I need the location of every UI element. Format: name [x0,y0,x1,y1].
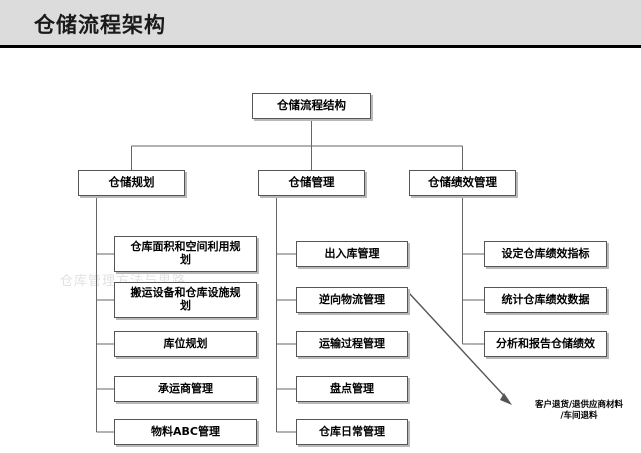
node-branch-warehouse-management-label: 仓储管理 [288,175,335,190]
node-leaf-area-space-planning[interactable]: 仓库面积和空间利用规 划 [114,236,257,272]
node-branch-warehouse-planning[interactable]: 仓储规划 [78,170,185,196]
node-leaf-daily-warehouse-management-label: 仓库日常管理 [319,424,385,438]
node-leaf-set-kpi-label: 设定仓库绩效指标 [501,246,590,260]
node-branch-warehouse-performance-label: 仓储绩效管理 [428,175,497,190]
node-leaf-equipment-facility-planning[interactable]: 搬运设备和仓库设施规 划 [114,282,257,318]
node-leaf-stocktaking-management[interactable]: 盘点管理 [296,376,408,402]
node-leaf-daily-warehouse-management[interactable]: 仓库日常管理 [296,419,408,445]
node-leaf-inbound-outbound-management-label: 出入库管理 [324,246,380,260]
node-leaf-collect-kpi-data[interactable]: 统计仓库绩效数据 [484,287,607,313]
node-leaf-area-space-planning-label: 仓库面积和空间利用规 划 [130,240,241,266]
node-root[interactable]: 仓储流程结构 [252,93,371,119]
node-leaf-reverse-logistics-management-label: 逆向物流管理 [319,292,385,306]
node-leaf-transport-process-management-label: 运输过程管理 [319,336,385,350]
reverse-logistics-arrow [408,292,512,405]
node-branch-warehouse-management[interactable]: 仓储管理 [258,170,365,196]
org-chart-diagram: 仓储流程结构 仓储规划 仓储管理 仓储绩效管理 仓库面积和空间利用规 划 搬运设… [0,48,641,453]
node-leaf-carrier-management[interactable]: 承运商管理 [114,376,257,402]
connector-lines [96,119,512,433]
page-header-bar [0,0,641,48]
node-leaf-location-planning[interactable]: 库位规划 [114,331,257,357]
node-branch-warehouse-planning-label: 仓储规划 [108,175,155,190]
node-leaf-equipment-facility-planning-label: 搬运设备和仓库设施规 划 [130,286,241,312]
reverse-logistics-annotation: 客户退货/退供应商材料 /车间退料 [534,400,624,422]
node-root-label: 仓储流程结构 [277,98,346,113]
node-leaf-carrier-management-label: 承运商管理 [158,381,213,395]
node-leaf-reverse-logistics-management[interactable]: 逆向物流管理 [296,287,408,313]
node-leaf-material-abc-management-label: 物料ABC管理 [151,424,220,438]
node-leaf-set-kpi[interactable]: 设定仓库绩效指标 [484,241,607,267]
node-leaf-analyze-report-performance[interactable]: 分析和报告仓储绩效 [484,331,607,357]
page-title: 仓储流程架构 [34,13,166,37]
node-leaf-material-abc-management[interactable]: 物料ABC管理 [114,419,257,445]
node-leaf-transport-process-management[interactable]: 运输过程管理 [296,331,408,357]
node-branch-warehouse-performance[interactable]: 仓储绩效管理 [409,170,516,196]
node-leaf-analyze-report-performance-label: 分析和报告仓储绩效 [496,336,595,350]
node-leaf-collect-kpi-data-label: 统计仓库绩效数据 [501,292,590,306]
node-leaf-inbound-outbound-management[interactable]: 出入库管理 [296,241,408,267]
node-leaf-stocktaking-management-label: 盘点管理 [330,381,374,395]
node-leaf-location-planning-label: 库位规划 [163,336,208,350]
